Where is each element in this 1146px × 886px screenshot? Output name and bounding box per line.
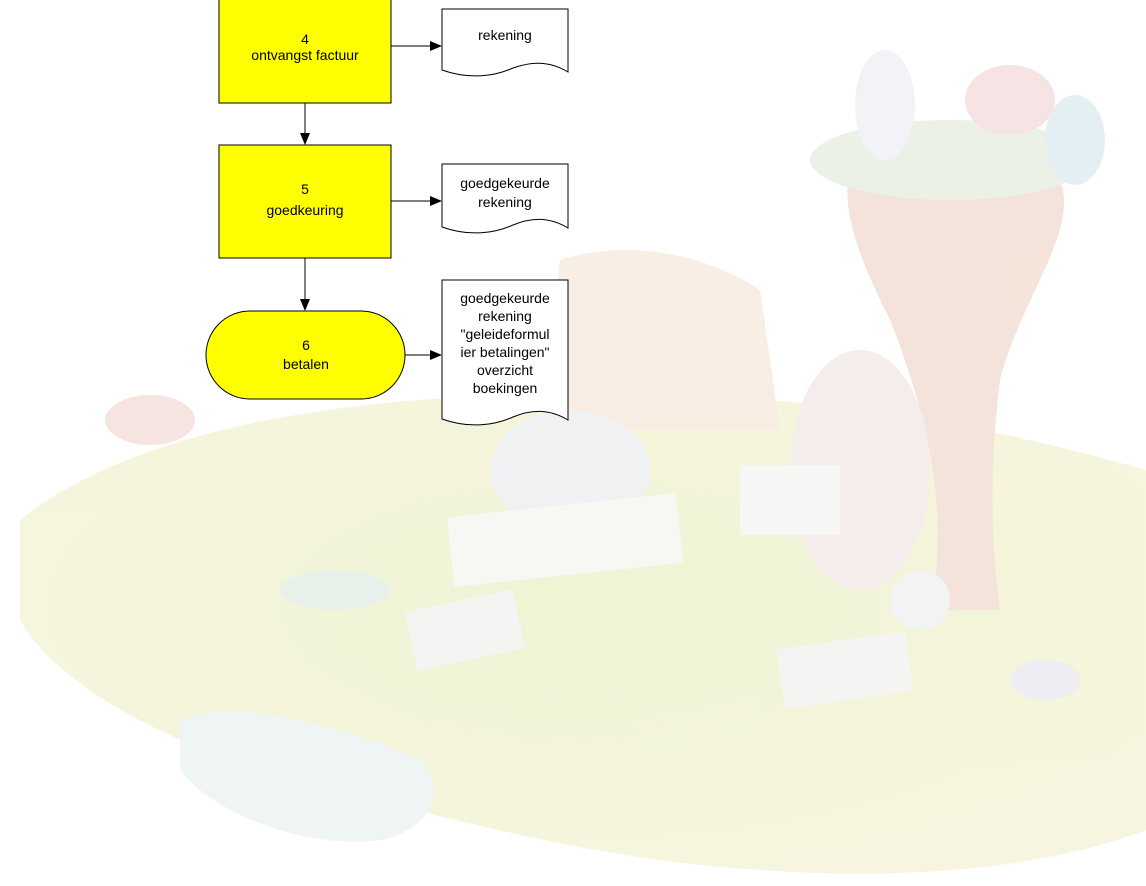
document-3-line-4: ier betalingen": [460, 344, 549, 360]
step-name-4: ontvangst factuur: [251, 47, 359, 63]
process-box-5: [218, 144, 392, 259]
step-number-5: 5: [301, 181, 309, 197]
connectors: [300, 41, 442, 360]
document-shape-2: [441, 163, 569, 234]
child-left: [490, 410, 650, 530]
open-book-left: [446, 493, 684, 587]
document-3-line-5: overzicht: [477, 362, 533, 378]
ball: [890, 570, 950, 630]
document-shape-1: [441, 8, 569, 77]
document-2-line-2: rekening: [478, 194, 532, 210]
document-rekening: rekening: [441, 8, 569, 77]
document-2-line-1: goedgekeurde: [460, 175, 550, 191]
document-3-line-1: goedgekeurde: [460, 290, 550, 306]
document-goedgekeurde-rekening: goedgekeurde rekening: [441, 163, 569, 234]
document-3-line-3: "geleideformul: [460, 326, 549, 342]
process-step-5: 5 goedkeuring: [218, 144, 392, 259]
step-number-6: 6: [302, 337, 310, 353]
background-illustration: [20, 50, 1146, 874]
bird-red: [965, 65, 1055, 135]
document-3-line-2: rekening: [478, 308, 532, 324]
notebook-ground: [404, 589, 526, 671]
magazine-ground: [776, 631, 914, 709]
open-book-right: [740, 465, 840, 535]
process-box-4: [218, 0, 392, 104]
bird-left: [105, 395, 195, 445]
terminator-shape-6: [205, 310, 406, 400]
bird-white: [855, 50, 915, 160]
tree-trunk: [847, 156, 1065, 611]
step-number-4: 4: [301, 31, 309, 47]
step-name-5: goedkeuring: [266, 202, 343, 218]
document-1-line-1: rekening: [478, 27, 532, 43]
heron: [280, 570, 390, 610]
document-3-line-6: boekingen: [473, 380, 538, 396]
small-bird-right: [1010, 660, 1080, 700]
bird-blue: [1045, 95, 1105, 185]
reeds: [540, 250, 780, 430]
terminator-step-6: 6 betalen: [205, 310, 406, 400]
document-betaling-bundle: goedgekeurde rekening "geleideformul ier…: [441, 279, 569, 426]
document-shape-3: [441, 279, 569, 426]
process-step-4: 4 ontvangst factuur: [218, 0, 392, 104]
step-name-6: betalen: [283, 356, 329, 372]
water-patch: [180, 712, 435, 842]
